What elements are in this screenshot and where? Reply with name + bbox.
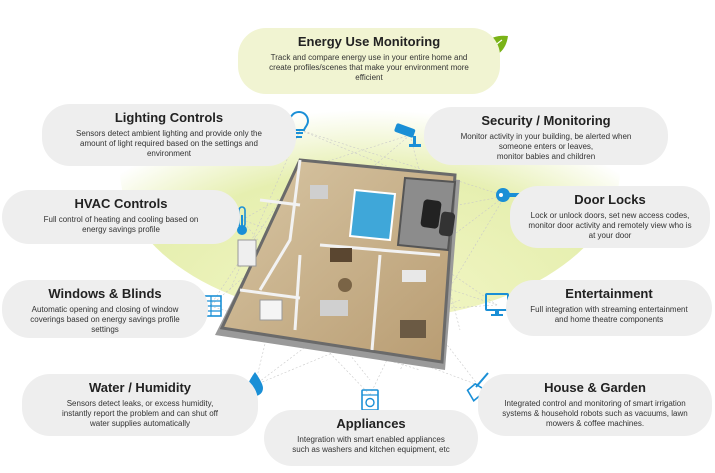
house-floorplan (215, 158, 460, 370)
entertainment-callout: Entertainment Full integration with stre… (506, 280, 712, 336)
doorlocks-desc: Lock or unlock doors, set new access cod… (528, 211, 692, 240)
appliances-title: Appliances (336, 416, 406, 431)
energy-monitoring-callout: Energy Use Monitoring Track and compare … (238, 28, 500, 94)
energy-desc: Track and compare energy use in your ent… (269, 53, 469, 82)
security-desc: Monitor activity in your building, be al… (460, 132, 632, 161)
hvac-title: HVAC Controls (74, 196, 168, 211)
lighting-controls-callout: Lighting Controls Sensors detect ambient… (42, 104, 296, 166)
appliances-callout: Appliances Integration with smart enable… (264, 410, 478, 466)
water-humidity-callout: Water / Humidity Sensors detect leaks, o… (22, 374, 258, 436)
windows-blinds-callout: Windows & Blinds Automatic opening and c… (2, 280, 208, 338)
security-camera-icon (394, 123, 421, 147)
house-garden-callout: House & Garden Integrated control and mo… (478, 374, 712, 436)
hvac-controls-callout: HVAC Controls Full control of heating an… (2, 190, 240, 244)
lighting-title: Lighting Controls (114, 110, 224, 125)
appliances-desc: Integration with smart enabled appliance… (292, 435, 450, 454)
security-title: Security / Monitoring (481, 113, 611, 128)
hvac-desc: Full control of heating and cooling base… (43, 215, 199, 234)
lighting-desc: Sensors detect ambient lighting and prov… (76, 129, 262, 158)
windows-desc: Automatic opening and closing of window … (30, 305, 180, 334)
doorlocks-title: Door Locks (574, 192, 646, 207)
entertainment-desc: Full integration with streaming entertai… (530, 305, 688, 324)
water-desc: Sensors detect leaks, or excess humidity… (62, 399, 218, 428)
door-locks-callout: Door Locks Lock or unlock doors, set new… (510, 186, 710, 248)
water-title: Water / Humidity (88, 380, 192, 395)
garden-desc: Integrated control and monitoring of sma… (502, 399, 688, 428)
windows-title: Windows & Blinds (48, 286, 162, 301)
energy-title: Energy Use Monitoring (297, 34, 441, 49)
entertainment-title: Entertainment (565, 286, 653, 301)
security-monitoring-callout: Security / Monitoring Monitor activity i… (424, 107, 668, 165)
washing-machine-icon (361, 389, 379, 411)
garden-title: House & Garden (544, 380, 646, 395)
